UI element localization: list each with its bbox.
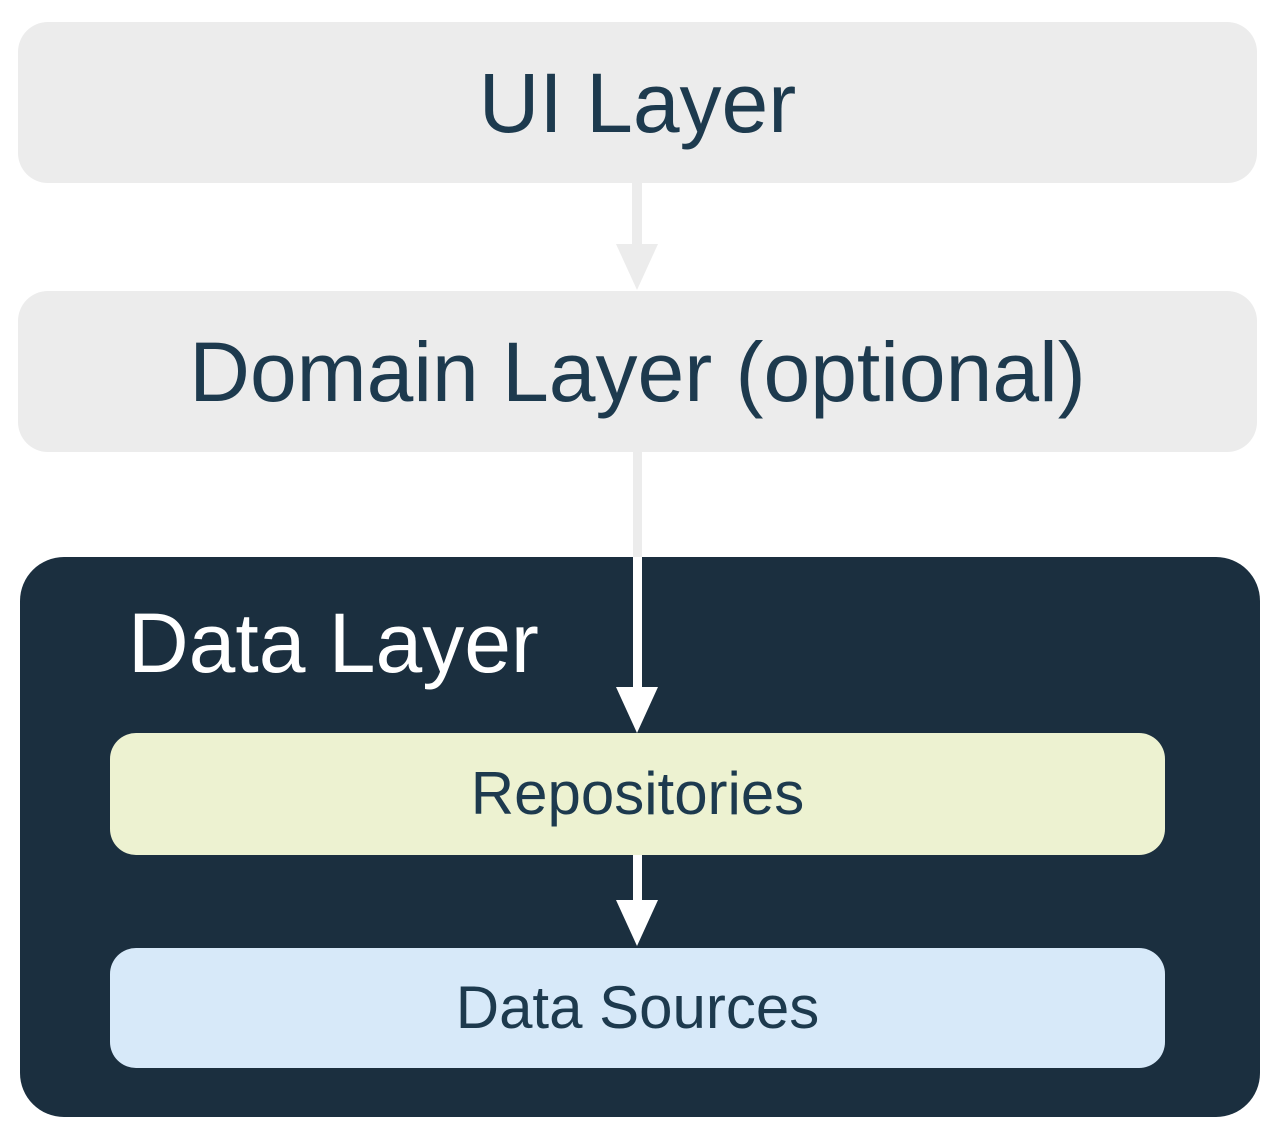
data-layer-label: Data Layer [128, 596, 539, 690]
arrow-ui-to-domain-head [616, 244, 658, 290]
ui-layer-box: UI Layer [18, 22, 1257, 183]
repositories-box: Repositories [110, 733, 1165, 855]
domain-layer-box: Domain Layer (optional) [18, 291, 1257, 452]
arrow-ui-to-domain-shaft [632, 183, 642, 245]
arrow-repositories-to-data-sources-head [616, 900, 658, 946]
arrow-domain-to-repositories-head [616, 687, 658, 733]
arrow-repositories-to-data-sources-shaft [633, 855, 642, 901]
data-sources-box: Data Sources [110, 948, 1165, 1068]
repositories-label: Repositories [470, 760, 805, 827]
data-sources-label: Data Sources [455, 974, 820, 1041]
arrow-domain-to-repositories-shaft-lower [633, 557, 642, 688]
domain-layer-label: Domain Layer (optional) [189, 324, 1086, 419]
arrow-domain-to-repositories-shaft-upper [633, 452, 642, 558]
ui-layer-label: UI Layer [478, 55, 797, 150]
